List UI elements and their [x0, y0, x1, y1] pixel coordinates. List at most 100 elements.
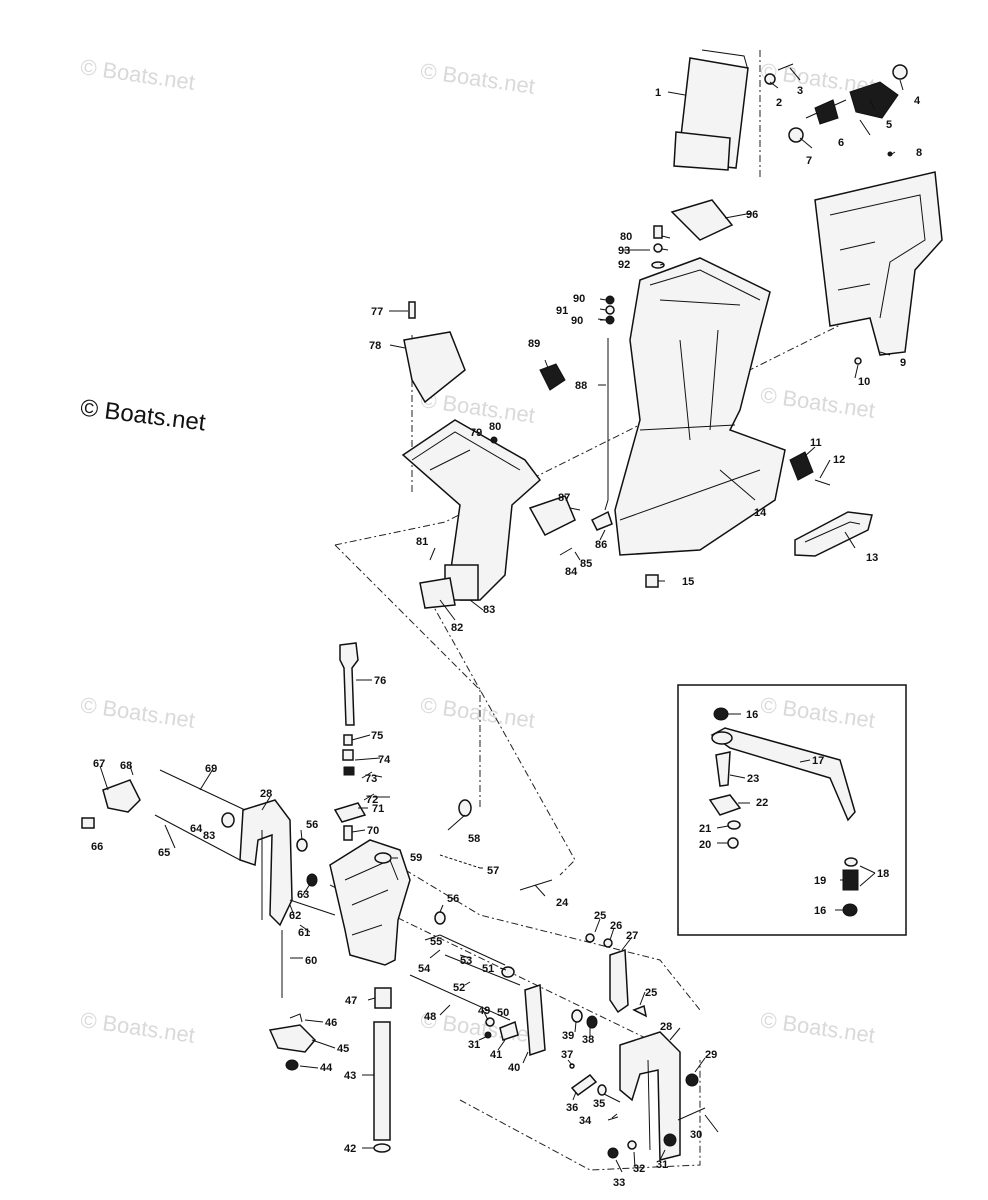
callout: 28	[660, 1021, 672, 1033]
driveshaft-housing	[401, 419, 542, 609]
callout: 19	[814, 875, 826, 887]
callout: 67	[93, 758, 105, 770]
callout: 31	[468, 1039, 480, 1051]
top-fasteners	[605, 225, 665, 325]
callout: 33	[613, 1177, 625, 1189]
callout: 46	[325, 1017, 337, 1029]
callout: 93	[618, 245, 630, 257]
callout: 36	[566, 1102, 578, 1114]
callout: 89	[528, 338, 540, 350]
callout: 47	[345, 995, 357, 1007]
callout: 15	[682, 576, 694, 588]
bushing-tube	[374, 987, 392, 1009]
callout: 16	[814, 905, 826, 917]
callout: 80	[620, 231, 632, 243]
plug	[645, 574, 659, 588]
callout: 57	[487, 865, 499, 877]
callout: 53	[460, 955, 472, 967]
callout: 66	[91, 841, 103, 853]
callout: 7	[806, 155, 812, 167]
callout: 24	[556, 897, 569, 909]
callout: 65	[158, 847, 170, 859]
cable-grommet	[764, 63, 908, 157]
callout: 6	[838, 137, 844, 149]
callout: 52	[453, 982, 465, 994]
callout: 62	[289, 910, 301, 922]
bolt	[559, 547, 573, 556]
steering-shaft	[339, 642, 359, 726]
adapter-cover	[403, 301, 466, 404]
callout: 90	[573, 293, 585, 305]
washer	[296, 838, 308, 852]
callout: 68	[120, 760, 132, 772]
callout: 77	[371, 306, 383, 318]
callout: 61	[298, 927, 310, 939]
exhaust-housing-cover	[814, 171, 943, 365]
callout: 29	[705, 1049, 717, 1061]
callout: 74	[378, 754, 391, 766]
callout: 2	[776, 97, 782, 109]
callout: 16	[746, 709, 758, 721]
callout: 83	[483, 604, 495, 616]
callout: 3	[797, 85, 803, 97]
tilt-pin-parts	[569, 1063, 637, 1159]
callout: 90	[571, 315, 583, 327]
steering-tube	[373, 1021, 391, 1141]
callout: 51	[482, 963, 494, 975]
callout: 59	[410, 852, 422, 864]
nut	[285, 1059, 299, 1071]
link-pin	[439, 854, 481, 869]
callout: 75	[371, 730, 383, 742]
clip	[289, 1013, 303, 1023]
callout: 27	[626, 930, 638, 942]
callout: 11	[810, 437, 822, 449]
callout: 43	[344, 1070, 356, 1082]
spacer	[221, 812, 235, 828]
callout: 87	[558, 492, 570, 504]
clamp-rod	[289, 899, 336, 916]
callout: 55	[430, 936, 442, 948]
nut	[586, 1015, 598, 1029]
tilt-tube-rod	[409, 974, 511, 1021]
clamp-bracket-right	[619, 1031, 706, 1161]
callout: 84	[565, 566, 578, 578]
shift-rod-coupler	[590, 510, 613, 531]
callout: 30	[690, 1129, 702, 1141]
tilt-tube-rod	[439, 934, 506, 966]
callout: 69	[205, 763, 217, 775]
rubber-mount	[539, 363, 566, 391]
anode-bracket	[585, 933, 648, 1018]
cover-plate	[528, 495, 576, 536]
steering-tube-cap	[373, 1143, 391, 1153]
callout: 4	[914, 95, 921, 107]
washer	[434, 911, 446, 925]
callout: 56	[306, 819, 318, 831]
water-seal	[794, 511, 873, 557]
tilt-tube-rod	[444, 954, 521, 986]
leader-lines	[99, 67, 904, 1173]
callout: 60	[305, 955, 317, 967]
exhaust-housing	[614, 257, 786, 556]
callout: 37	[561, 1049, 573, 1061]
callout: 71	[372, 803, 384, 815]
inset-box	[677, 684, 907, 936]
callout: 63	[297, 889, 309, 901]
callout: 56	[447, 893, 459, 905]
callout: 76	[374, 675, 386, 687]
callout: 22	[756, 797, 768, 809]
callout: 5	[886, 119, 892, 131]
trim-cylinder	[501, 966, 546, 1057]
callout: 14	[754, 507, 767, 519]
callout: 25	[594, 910, 606, 922]
callout: 34	[579, 1115, 592, 1127]
callout: 78	[369, 340, 381, 352]
callout: 64	[190, 823, 203, 835]
bushing	[499, 1020, 519, 1041]
side-mount	[789, 451, 831, 486]
callout: 10	[858, 376, 870, 388]
assembly-line	[334, 544, 481, 810]
callout: 86	[595, 539, 607, 551]
callout: 96	[746, 209, 758, 221]
callout: 44	[320, 1062, 333, 1074]
